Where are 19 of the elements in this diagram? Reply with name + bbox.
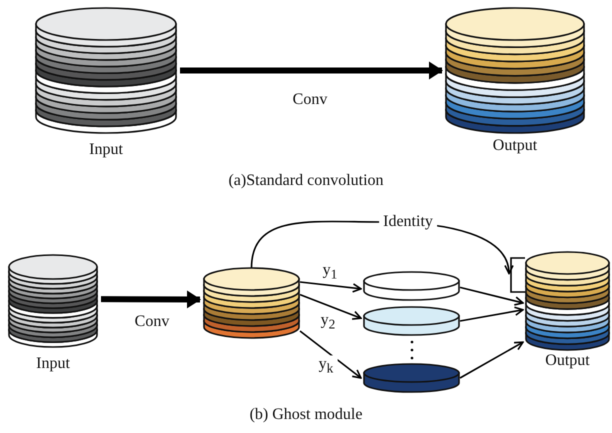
arrow xyxy=(180,62,443,80)
caption: (a)Standard convolution xyxy=(228,172,384,190)
arrow xyxy=(460,286,524,306)
layer-stack-drawing xyxy=(203,268,300,338)
arrow xyxy=(100,290,201,308)
node-label: Output xyxy=(545,352,590,370)
node-label: Input xyxy=(89,141,123,159)
layer-stack-drawing xyxy=(363,272,460,300)
arrow xyxy=(300,330,362,379)
arrow xyxy=(460,306,524,322)
edge-label: Identity xyxy=(379,213,437,231)
layer-stack-drawing xyxy=(363,307,460,335)
arrow xyxy=(300,294,362,320)
layer-stack-drawing xyxy=(363,364,460,392)
node-label: Output xyxy=(492,137,538,155)
arrow xyxy=(300,281,362,293)
caption: (b) Ghost module xyxy=(250,406,362,424)
node-label: Input xyxy=(36,355,70,373)
arrow xyxy=(460,341,524,379)
